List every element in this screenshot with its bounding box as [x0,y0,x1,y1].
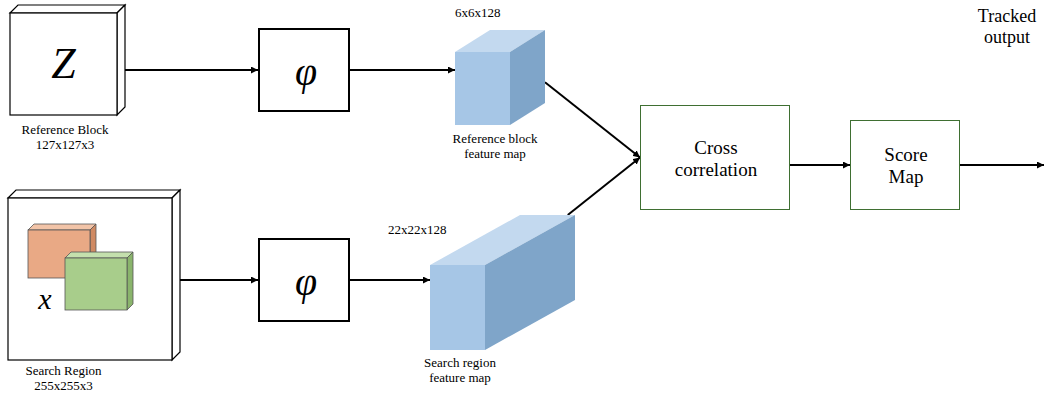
connector-arrow [568,158,640,216]
feature-map: 6x6x128Reference block feature map [455,30,545,125]
node-label: φ [260,240,352,324]
cuboid-shape [430,215,575,350]
block-caption: Reference Block 127x127x3 [15,123,115,153]
dimension-label: 6x6x128 [455,6,535,21]
embedding-function: φ [258,28,350,112]
input-symbol: Z [10,13,117,115]
dimension-label: 22x22x128 [388,223,468,238]
box-outline [8,190,180,360]
connector-arrow [545,82,640,157]
feature-map-caption: Search region feature map [410,356,510,386]
node-label: Cross correlation [641,106,791,211]
feature-map: 22x22x128Search region feature map [430,215,575,350]
connector-arrow [790,164,850,166]
block-caption: Search Region 255x255x3 [16,364,111,394]
process-box: Cross correlation [640,105,790,210]
embedding-function: φ [258,238,350,322]
connector-arrow [350,279,430,281]
feature-map-caption: Reference block feature map [435,132,555,162]
connector-arrow [125,69,258,71]
connector-arrow [180,279,258,281]
reference-block: ZReference Block 127x127x3 [10,5,125,115]
node-label: Score Map [851,121,961,211]
target-patch [65,252,133,310]
output-arrow [960,164,1044,166]
connector-arrow [350,69,455,71]
search-region: xSearch Region 255x255x3 [8,190,180,360]
process-box: Score Map [850,120,960,210]
output-label: Tracked output [968,6,1046,47]
node-label: φ [260,30,352,114]
cuboid-shape [455,30,545,125]
input-symbol: x [28,282,62,316]
